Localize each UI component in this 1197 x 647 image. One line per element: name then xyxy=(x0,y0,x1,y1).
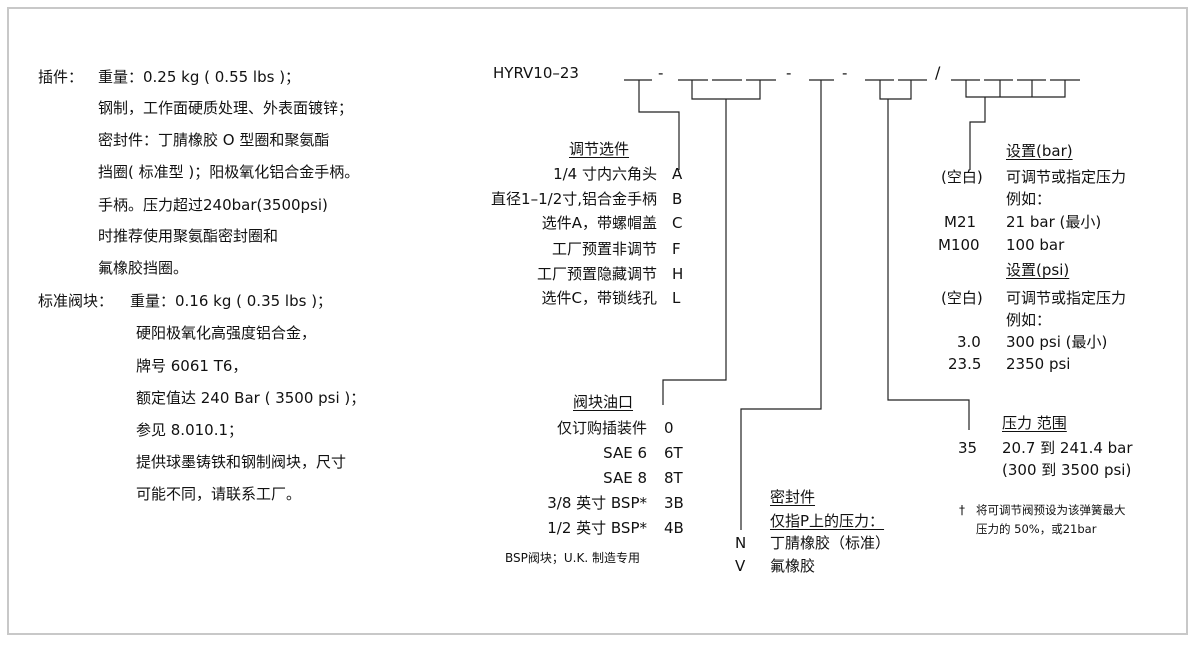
setting-bar-desc: 21 bar (最小) xyxy=(1006,213,1102,231)
pressure-title: 压力 范围 xyxy=(1002,414,1067,432)
port-option-code: 4B xyxy=(664,519,684,537)
insert-line: 挡圈( 标准型 )；阳极氧化铝合金手柄。 xyxy=(98,163,360,181)
setting-psi-code: 3.0 xyxy=(957,333,981,351)
port-option-code: 3B xyxy=(664,494,684,512)
setting-bar-title: 设置(bar) xyxy=(1006,142,1073,160)
setting-psi-code: 23.5 xyxy=(948,355,982,373)
seal-option-code: V xyxy=(735,557,746,575)
adjust-option-code: L xyxy=(672,289,681,307)
adjust-title: 调节选件 xyxy=(569,140,630,158)
setting-psi-desc: 可调节或指定压力 xyxy=(1006,289,1127,307)
seal-option-label: 丁腈橡胶（标准） xyxy=(770,534,891,552)
setting-psi-title: 设置(psi) xyxy=(1006,261,1070,279)
port-title: 阀块油口 xyxy=(573,393,634,411)
insert-line: 密封件：丁腈橡胶 O 型圈和聚氨酯 xyxy=(98,131,330,149)
adjust-option-label: 选件C，带锁线孔 xyxy=(541,289,657,307)
model-dash: - xyxy=(786,64,792,82)
setting-psi-desc: 300 psi (最小) xyxy=(1006,333,1108,351)
setting-bar-code: M100 xyxy=(938,236,980,254)
adjust-option-label: 工厂预置非调节 xyxy=(551,240,657,258)
setting-bar-desc: 100 bar xyxy=(1006,236,1065,254)
pressure-range-bar: 20.7 到 241.4 bar xyxy=(1002,439,1133,457)
block-line: 提供球墨铸铁和钢制阀块，尺寸 xyxy=(136,453,347,471)
port-option-code: 0 xyxy=(664,419,674,437)
setting-psi-desc: 2350 psi xyxy=(1006,355,1071,373)
adjust-option-code: C xyxy=(672,214,683,232)
model-code: HYRV10–23 xyxy=(493,64,579,82)
model-dash: - xyxy=(842,64,848,82)
adjust-option-code: H xyxy=(672,265,684,283)
seal-subtitle: 仅指P上的压力： xyxy=(770,512,885,530)
setting-bar-desc: 例如： xyxy=(1006,190,1052,208)
insert-line: 重量：0.25 kg ( 0.55 lbs )； xyxy=(98,68,301,86)
adjust-option-label: 直径1–1/2寸,铝合金手柄 xyxy=(491,190,657,208)
diagram-frame xyxy=(7,7,1188,635)
block-line: 硬阳极氧化高强度铝合金， xyxy=(136,324,317,342)
port-option-label: 仅订购插装件 xyxy=(556,419,647,437)
port-option-label: 3/8 英寸 BSP* xyxy=(547,494,647,512)
adjust-option-code: A xyxy=(672,165,683,183)
block-line: 可能不同，请联系工厂。 xyxy=(136,485,302,503)
insert-line: 手柄。压力超过240bar(3500psi) xyxy=(98,196,328,214)
adjust-option-code: B xyxy=(672,190,683,208)
setting-bar-code: M21 xyxy=(944,213,977,231)
port-option-label: 1/2 英寸 BSP* xyxy=(547,519,647,537)
pressure-range-psi: (300 到 3500 psi) xyxy=(1002,461,1132,479)
adjust-option-label: 选件A，带螺帽盖 xyxy=(541,214,657,232)
insert-line: 氟橡胶挡圈。 xyxy=(98,259,189,277)
adjust-option-code: F xyxy=(672,240,681,258)
block-heading: 标准阀块： xyxy=(38,292,114,310)
port-option-label: SAE 6 xyxy=(603,444,647,462)
pressure-code: 35 xyxy=(958,439,978,457)
block-line: 参见 8.010.1； xyxy=(136,421,244,439)
adjust-option-label: 工厂预置隐藏调节 xyxy=(536,265,657,283)
insert-heading: 插件： xyxy=(38,68,84,86)
port-note: BSP阀块；U.K. 制造专用 xyxy=(505,551,640,565)
block-line: 额定值达 240 Bar ( 3500 psi )； xyxy=(136,389,366,407)
setting-bar-desc: 可调节或指定压力 xyxy=(1006,168,1127,186)
seal-option-label: 氟橡胶 xyxy=(770,557,816,575)
footnote-line: 压力的 50%，或21bar xyxy=(976,522,1097,536)
seal-option-code: N xyxy=(735,534,747,552)
port-option-label: SAE 8 xyxy=(603,469,647,487)
block-line: 重量：0.16 kg ( 0.35 lbs )； xyxy=(130,292,333,310)
block-line: 牌号 6061 T6， xyxy=(136,357,248,375)
seal-title: 密封件 xyxy=(770,488,816,506)
setting-psi-desc: 例如： xyxy=(1006,311,1052,329)
insert-line: 钢制，工作面硬质处理、外表面镀锌； xyxy=(98,99,354,117)
dagger-mark: † xyxy=(959,503,965,517)
adjust-option-label: 1/4 寸内六角头 xyxy=(553,165,657,183)
port-option-code: 6T xyxy=(664,444,683,462)
model-slash: / xyxy=(935,63,941,82)
setting-bar-code: (空白) xyxy=(941,168,983,186)
insert-line: 时推荐使用聚氨酯密封圈和 xyxy=(98,227,279,245)
model-dash: - xyxy=(658,64,664,82)
footnote-line: 将可调节阀预设为该弹簧最大 xyxy=(976,503,1126,517)
port-option-code: 8T xyxy=(664,469,683,487)
setting-psi-code: (空白) xyxy=(941,289,983,307)
